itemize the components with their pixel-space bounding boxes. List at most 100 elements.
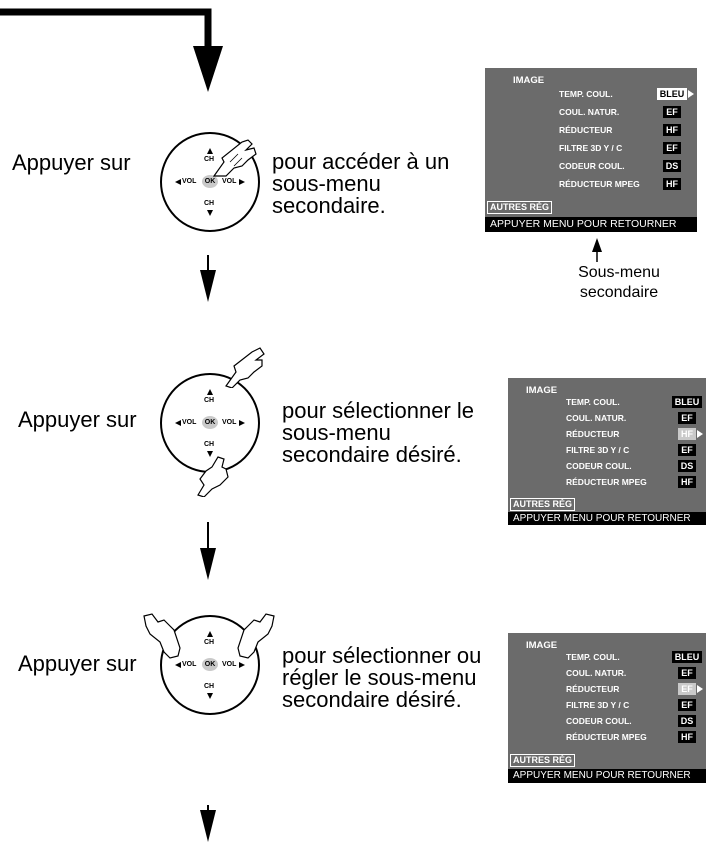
menu-row-label: COUL. NATUR.: [559, 107, 620, 117]
step3-desc-line-3: secondaire désiré.: [282, 687, 462, 712]
selection-arrow-icon: [688, 90, 694, 98]
menu-row-value: HF: [663, 178, 681, 190]
vol-left-label: VOL: [182, 178, 197, 185]
pointing-hand-down-icon: [197, 456, 229, 497]
vol-right-label: VOL: [222, 661, 237, 668]
ok-button[interactable]: OK: [202, 658, 218, 671]
menu-row-value: EF: [678, 667, 696, 679]
menu-row-value: DS: [678, 460, 696, 472]
menu-row-label: CODEUR COUL.: [566, 716, 632, 726]
menu-screen-3: IMAGE TEMP. COUL. BLEU COUL. NATUR. EF R…: [508, 633, 706, 783]
step1-desc-line-2: sous-menu: [272, 171, 381, 196]
caption-line-2: secondaire: [579, 284, 659, 301]
selection-arrow-icon: [697, 430, 703, 438]
caption-pointer-arrow: [592, 238, 602, 252]
flow-arrow-4: [200, 810, 216, 842]
menu-row-value: EF: [678, 412, 696, 424]
pointing-hand-up-icon: [225, 347, 265, 388]
menu-row-label: FILTRE 3D Y / C: [566, 700, 630, 710]
flow-arrow-1: [193, 46, 223, 92]
step3-desc-line-2: régler le sous-menu: [282, 665, 477, 690]
menu-row-label: COUL. NATUR.: [566, 413, 627, 423]
pointing-hand-icon: [212, 139, 257, 177]
step1-desc-line-1: pour accéder à un: [272, 149, 450, 174]
remote-pad-ok: CH CH VOL VOL OK: [160, 132, 260, 232]
vol-left-label: VOL: [182, 419, 197, 426]
vol-right-label: VOL: [222, 178, 237, 185]
autres-reg-label: AUTRES RÉG: [510, 754, 576, 767]
menu-row-value-selected: HF: [678, 428, 696, 440]
step1-label: Appuyer sur: [12, 150, 131, 175]
ch-up-label: CH: [204, 639, 215, 646]
menu-row-label: FILTRE 3D Y / C: [566, 445, 630, 455]
menu-title: IMAGE: [513, 75, 545, 86]
ok-button[interactable]: OK: [202, 416, 218, 429]
menu-row-value: EF: [663, 142, 681, 154]
menu-bottom-bar: APPUYER MENU POUR RETOURNER: [508, 512, 706, 525]
menu-title: IMAGE: [526, 385, 558, 396]
menu-title: IMAGE: [526, 640, 558, 651]
ch-down-label: CH: [204, 200, 215, 207]
menu-row-label: RÉDUCTEUR: [566, 429, 620, 439]
menu-bottom-bar: APPUYER MENU POUR RETOURNER: [508, 769, 706, 783]
menu-row-value: EF: [678, 444, 696, 456]
step3-desc-line-1: pour sélectionner ou: [282, 643, 482, 668]
step3-label: Appuyer sur: [18, 651, 137, 676]
menu-row-value: HF: [663, 124, 681, 136]
step2-desc-line-3: secondaire désiré.: [282, 442, 462, 467]
remote-pad-ch: CH CH VOL VOL OK: [160, 373, 260, 473]
pad-arrows-icon: [175, 631, 245, 699]
pointing-hand-right-icon: [237, 613, 275, 659]
menu-row-value: BLEU: [672, 651, 702, 663]
ch-up-label: CH: [204, 397, 215, 404]
ch-up-label: CH: [204, 156, 215, 163]
pad-arrows-icon: [175, 389, 245, 457]
flow-arrow-2: [200, 270, 216, 302]
pointing-hand-left-icon: [143, 613, 181, 659]
menu-row-label: RÉDUCTEUR MPEG: [566, 732, 647, 742]
menu-row-value: HF: [678, 731, 696, 743]
vol-right-label: VOL: [222, 419, 237, 426]
step1-desc-line-3: secondaire.: [272, 193, 386, 218]
submenu-caption: Sous-menu secondaire: [564, 263, 674, 303]
caption-line-1: Sous-menu: [578, 264, 660, 281]
menu-row-label: RÉDUCTEUR MPEG: [566, 477, 647, 487]
menu-bottom-bar: APPUYER MENU POUR RETOURNER: [485, 217, 697, 232]
step2-desc-line-1: pour sélectionner le: [282, 398, 475, 423]
step2-description: pour sélectionner le sous-menu secondair…: [282, 400, 474, 466]
menu-row-label: CODEUR COUL.: [566, 461, 632, 471]
menu-row-label: CODEUR COUL.: [559, 161, 625, 171]
ch-down-label: CH: [204, 441, 215, 448]
menu-row-value: EF: [678, 699, 696, 711]
menu-row-label: RÉDUCTEUR MPEG: [559, 179, 640, 189]
autres-reg-label: AUTRES RÉG: [510, 498, 576, 511]
menu-row-label: TEMP. COUL.: [566, 397, 620, 407]
menu-row-value: HF: [678, 476, 696, 488]
menu-row-value: BLEU: [672, 396, 702, 408]
menu-row-value-selected: EF: [678, 683, 696, 695]
flow-arrow-3: [200, 548, 216, 580]
menu-row-label: COUL. NATUR.: [566, 668, 627, 678]
menu-screen-1: IMAGE TEMP. COUL. BLEU COUL. NATUR. EF R…: [485, 68, 697, 232]
ok-button[interactable]: OK: [202, 175, 218, 188]
step2-label: Appuyer sur: [18, 407, 137, 432]
step1-description: pour accéder à un sous-menu secondaire.: [272, 151, 449, 217]
step2-desc-line-2: sous-menu: [282, 420, 391, 445]
selection-arrow-icon: [697, 685, 703, 693]
menu-row-value: DS: [678, 715, 696, 727]
autres-reg-label: AUTRES RÉG: [487, 201, 553, 214]
ch-down-label: CH: [204, 683, 215, 690]
menu-row-label: FILTRE 3D Y / C: [559, 143, 623, 153]
pad-arrows-icon: [175, 148, 245, 216]
menu-row-label: TEMP. COUL.: [559, 89, 613, 99]
vol-left-label: VOL: [182, 661, 197, 668]
menu-row-value-selected: BLEU: [657, 88, 687, 100]
step3-description: pour sélectionner ou régler le sous-menu…: [282, 645, 481, 711]
menu-row-value: EF: [663, 106, 681, 118]
menu-row-value: DS: [663, 160, 681, 172]
menu-row-label: RÉDUCTEUR: [559, 125, 613, 135]
menu-screen-2: IMAGE TEMP. COUL. BLEU COUL. NATUR. EF R…: [508, 378, 706, 525]
menu-row-label: TEMP. COUL.: [566, 652, 620, 662]
menu-row-label: RÉDUCTEUR: [566, 684, 620, 694]
